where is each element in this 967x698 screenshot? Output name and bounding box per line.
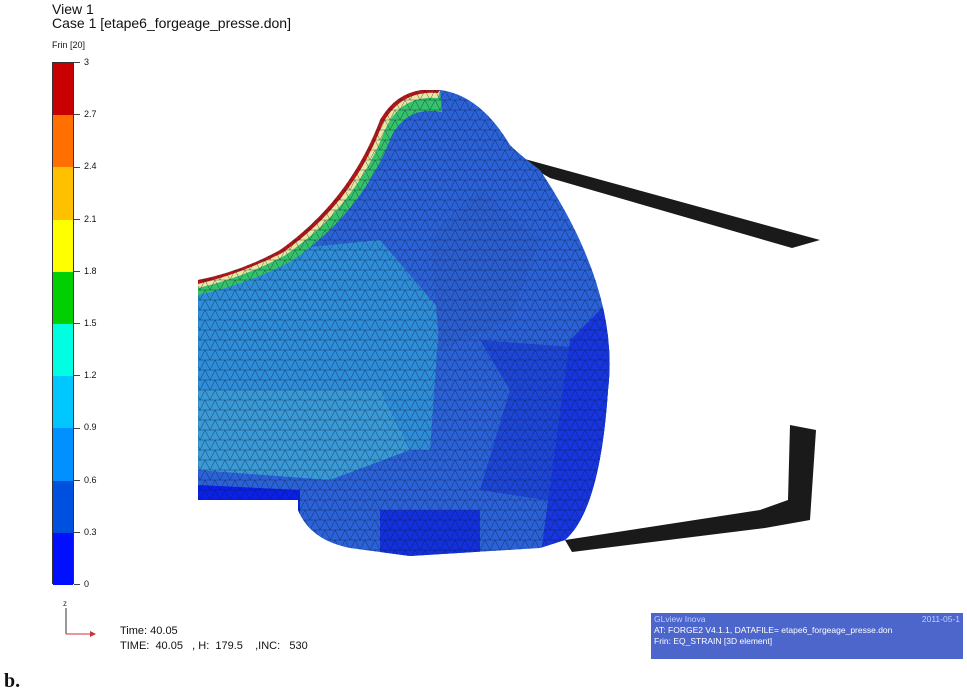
color-scale-tick-label: 0.6 xyxy=(74,475,97,485)
time-detail-line: TIME: 40.05 , H: 179.5 ,INC: 530 xyxy=(120,640,308,652)
mesh-model[interactable] xyxy=(180,90,840,570)
time-label: Time: 40.05 xyxy=(120,625,178,637)
color-scale-segment xyxy=(53,376,73,429)
color-scale-segment xyxy=(53,271,73,325)
view-title: View 1 xyxy=(52,1,94,17)
color-scale-tick-label: 2.7 xyxy=(74,109,97,119)
color-scale-tick-label: 2.4 xyxy=(74,161,97,171)
color-scale-tick-label: 1.2 xyxy=(74,370,97,380)
figure-caption: b. xyxy=(4,670,21,692)
color-scale-tick-label: 3 xyxy=(74,57,89,67)
info-panel: GLview Inova 2011-05-1 AT: FORGE2 V4.1.1,… xyxy=(651,613,963,659)
color-scale-segment xyxy=(53,115,73,168)
color-scale-tick-label: 2.1 xyxy=(74,214,97,224)
color-scale-tick-label: 0.9 xyxy=(74,422,97,432)
color-scale-tick-label: 1.8 xyxy=(74,266,97,276)
color-scale-tick-label: 0.3 xyxy=(74,527,97,537)
color-scale-bar xyxy=(52,62,74,586)
color-scale-segment xyxy=(53,167,73,221)
lower-die xyxy=(565,425,816,552)
legend-title: Frin [20] xyxy=(52,40,86,50)
color-scale-segment xyxy=(53,324,73,377)
axis-z-label: z xyxy=(63,600,67,608)
workpiece-mesh xyxy=(198,90,610,556)
color-scale-segment xyxy=(53,219,73,273)
color-scale-segment xyxy=(53,428,73,482)
view-header: View 1 Case 1 [etape6_forgeage_presse.do… xyxy=(52,2,291,30)
info-field-line: Frin: EQ_STRAIN [3D element] xyxy=(654,636,773,646)
info-date: 2011-05-1 xyxy=(921,614,960,624)
upper-die xyxy=(510,155,820,248)
info-app-name: GLview Inova xyxy=(654,614,706,624)
color-scale-tick-label: 1.5 xyxy=(74,318,97,328)
axis-triad: z xyxy=(63,600,96,637)
info-datafile-line: AT: FORGE2 V4.1.1, DATAFILE= etape6_forg… xyxy=(654,625,893,635)
color-scale-tick-label: 0 xyxy=(74,579,89,589)
color-scale-segment xyxy=(53,532,73,586)
color-scale-segment xyxy=(53,63,73,116)
case-title: Case 1 [etape6_forgeage_presse.don] xyxy=(52,15,291,31)
color-scale-segment xyxy=(53,480,73,534)
